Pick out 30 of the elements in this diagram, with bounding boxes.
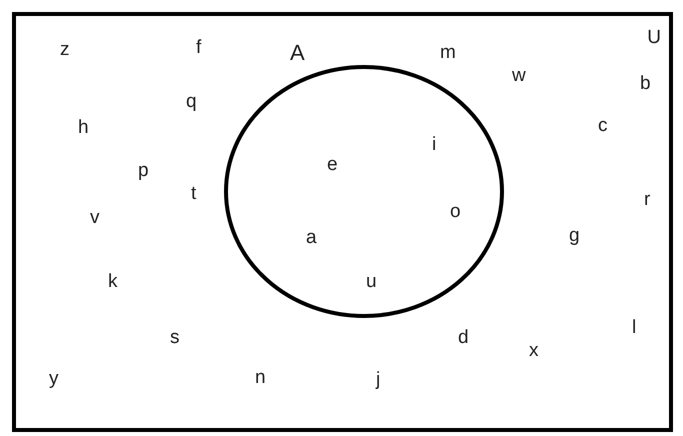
element-letter: h: [78, 118, 89, 138]
element-letter: k: [108, 272, 118, 292]
element-letter: x: [529, 341, 538, 361]
element-letter: y: [49, 369, 58, 389]
universal-set-rectangle: [12, 12, 673, 432]
element-letter: u: [366, 272, 377, 292]
set-label: U: [647, 28, 661, 48]
element-letter: r: [644, 190, 650, 210]
element-letter: v: [90, 208, 100, 228]
element-letter: f: [196, 38, 202, 58]
element-letter: a: [306, 228, 317, 248]
element-letter: q: [186, 92, 197, 112]
element-letter: e: [327, 155, 338, 175]
element-letter: g: [569, 226, 580, 246]
set-circle: [224, 43, 504, 318]
element-letter: c: [598, 116, 608, 136]
element-letter: o: [450, 202, 461, 222]
element-letter: s: [170, 328, 180, 348]
element-letter: i: [432, 135, 436, 155]
element-letter: j: [376, 370, 380, 390]
element-letter: z: [60, 40, 70, 60]
element-letter: l: [632, 318, 636, 338]
element-letter: w: [512, 66, 526, 86]
set-label: A: [290, 43, 305, 63]
element-letter: n: [255, 368, 266, 388]
element-letter: b: [640, 74, 651, 94]
element-letter: t: [191, 184, 196, 204]
element-letter: m: [440, 43, 456, 63]
element-letter: p: [138, 161, 149, 181]
element-letter: d: [458, 328, 469, 348]
